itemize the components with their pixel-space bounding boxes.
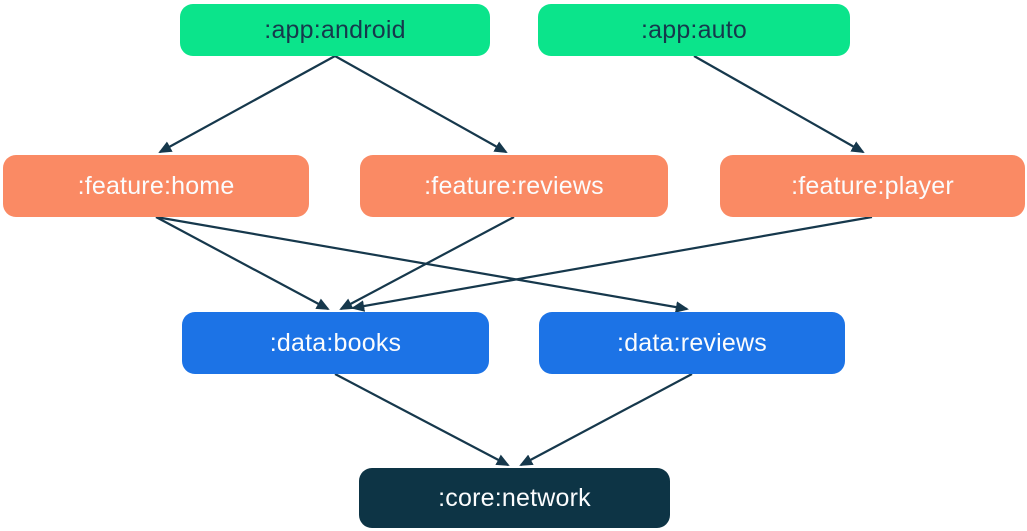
edge-feature-player-to-data-books: [351, 215, 873, 312]
edge-app-android-to-feature-reviews: [334, 55, 508, 153]
edge-feature-home-to-data-reviews: [155, 215, 689, 313]
module-node-app-auto: :app:auto: [538, 4, 850, 56]
module-node-app-android: :app:android: [180, 4, 490, 56]
module-label-feature-home: :feature:home: [77, 171, 235, 200]
module-label-core-network: :core:network: [438, 483, 591, 512]
edge-data-reviews-to-core-network: [519, 373, 693, 466]
module-node-core-network: :core:network: [359, 468, 670, 528]
module-label-feature-player: :feature:player: [791, 171, 954, 200]
module-node-feature-home: :feature:home: [3, 155, 309, 217]
module-node-data-books: :data:books: [182, 312, 489, 374]
module-node-data-reviews: :data:reviews: [539, 312, 845, 374]
edge-feature-home-to-data-books: [155, 216, 330, 310]
module-label-data-books: :data:books: [269, 328, 402, 357]
module-node-feature-player: :feature:player: [720, 155, 1025, 217]
edge-app-android-to-feature-home: [158, 55, 336, 153]
module-node-feature-reviews: :feature:reviews: [360, 155, 668, 217]
module-label-data-reviews: :data:reviews: [617, 328, 767, 357]
module-label-app-android: :app:android: [264, 15, 406, 44]
module-label-feature-reviews: :feature:reviews: [424, 171, 604, 200]
edge-feature-reviews-to-data-books: [339, 216, 515, 310]
edge-data-books-to-core-network: [334, 373, 510, 466]
edge-app-auto-to-feature-player: [693, 55, 865, 153]
module-label-app-auto: :app:auto: [640, 15, 748, 44]
